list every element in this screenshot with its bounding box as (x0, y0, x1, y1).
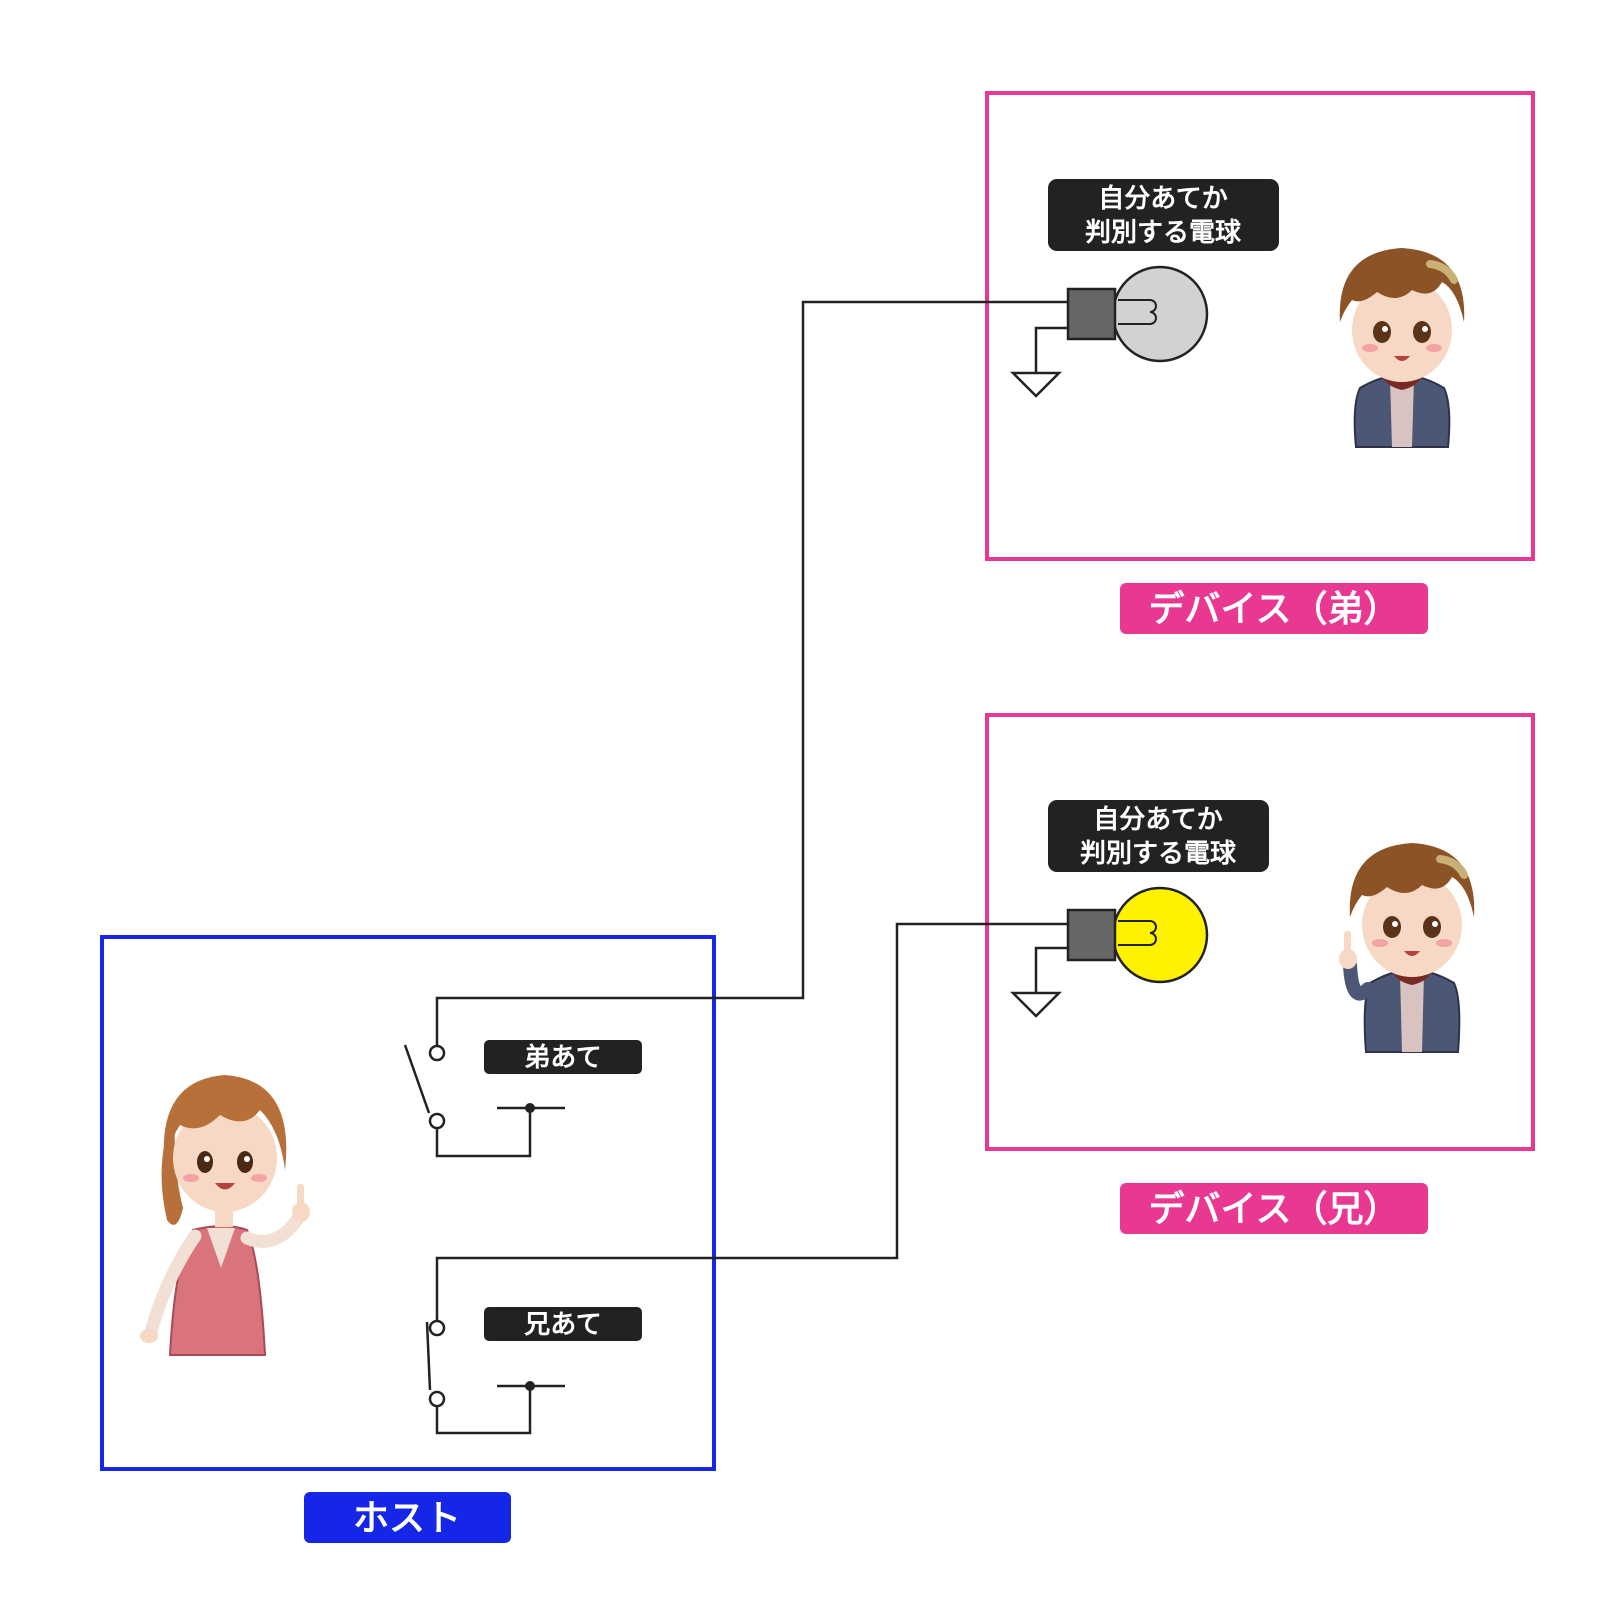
bulb-younger-label: 自分あてか 判別する電球 (1048, 179, 1279, 251)
bulb-younger-glass (1111, 265, 1209, 363)
ground-older-wire (1034, 946, 1068, 993)
bulb-younger-label-line1: 自分あてか (1098, 183, 1227, 214)
switch-older-label-text: 兄あて (524, 1310, 601, 1340)
host-title-badge: ホスト (304, 1492, 511, 1543)
boy-pointing-icon (1339, 843, 1475, 1053)
switch-older-label: 兄あて (484, 1307, 642, 1341)
bulb-older-label: 自分あてか 判別する電球 (1048, 800, 1269, 872)
bulb-older-label-line1: 自分あてか (1093, 804, 1222, 835)
device-younger-title-badge: デバイス（弟） (1120, 583, 1428, 634)
device-older-frame (985, 713, 1535, 1151)
switch-younger-label: 弟あて (484, 1040, 642, 1074)
host-title: ホスト (353, 1498, 461, 1539)
wire-older (435, 922, 1068, 1328)
bulb-older-socket (1066, 908, 1117, 962)
device-older-title: デバイス（兄） (1149, 1188, 1400, 1230)
switch-older (425, 1319, 565, 1435)
ground-older-icon (1009, 991, 1063, 1018)
switch-younger-label-text: 弟あて (524, 1043, 601, 1073)
device-older-title-badge: デバイス（兄） (1120, 1183, 1428, 1234)
device-younger-title: デバイス（弟） (1149, 588, 1400, 630)
ground-younger-icon (1009, 371, 1063, 398)
bulb-older-label-line2: 判別する電球 (1080, 839, 1237, 869)
boy-icon (1339, 248, 1465, 448)
bulb-younger-socket (1066, 287, 1117, 341)
host-frame (100, 935, 716, 1471)
bulb-older-filament (1118, 920, 1157, 946)
ground-younger-wire (1034, 326, 1068, 373)
bulb-younger-label-line2: 判別する電球 (1085, 218, 1242, 248)
girl-pointing-icon (140, 1075, 310, 1356)
switch-younger (403, 1044, 565, 1158)
device-younger-frame (985, 91, 1535, 561)
bulb-older-glass (1111, 886, 1209, 984)
wire-younger (435, 300, 1068, 1053)
bulb-younger (1009, 265, 1209, 398)
bulb-older (1009, 886, 1209, 1018)
bulb-younger-filament (1118, 299, 1157, 325)
